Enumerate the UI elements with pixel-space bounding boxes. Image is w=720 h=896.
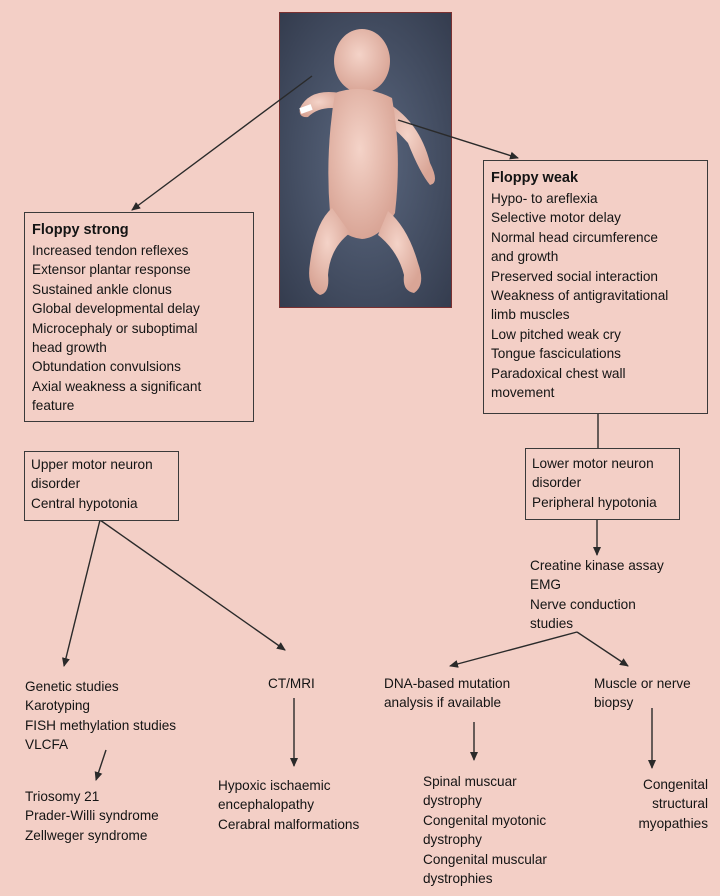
spinal-line: dystrophies [423, 871, 493, 887]
dna-analysis-text: DNA-based mutation analysis if available [384, 674, 510, 713]
congenital-line: myopathies [638, 815, 708, 831]
upper-motor-line: Upper motor neuron [31, 457, 153, 472]
floppy-weak-item: Paradoxical chest wall [491, 365, 626, 381]
floppy-weak-item: Normal head circumference [491, 229, 658, 245]
congenital-line: Congenital [643, 777, 708, 792]
upper-motor-line: Central hypotonia [31, 495, 138, 511]
floppy-weak-item: Selective motor delay [491, 210, 621, 226]
congenital-line: structural [652, 796, 708, 812]
arrow-photo-to-floppy-strong [131, 75, 313, 211]
ck-line: studies [530, 616, 574, 632]
floppy-strong-item: feature [32, 398, 75, 414]
lower-motor-line: disorder [532, 475, 582, 491]
infant-illustration [280, 13, 451, 307]
arrow-photo-to-floppy-weak [397, 119, 519, 160]
upper-motor-line: disorder [31, 476, 81, 492]
triosomy-line: Triosomy 21 [25, 789, 100, 804]
genetic-line: FISH methylation studies [25, 717, 177, 733]
arrow-upper-to-genetic [62, 519, 101, 667]
floppy-weak-item: limb muscles [491, 307, 570, 323]
genetic-line: VLCFA [25, 737, 69, 753]
arrow-upper-to-ct [99, 519, 286, 651]
ck-line: Creatine kinase assay [530, 558, 664, 573]
lower-motor-line: Peripheral hypotonia [532, 494, 657, 510]
floppy-strong-item: Microcephaly or suboptimal [32, 320, 198, 336]
genetic-line: Karotyping [25, 698, 90, 714]
arrow-ck-to-biopsy [576, 631, 629, 667]
hypoxic-line: Cerabral malformations [218, 816, 360, 832]
spinal-line: Congenital muscular [423, 851, 547, 867]
floppy-strong-item: Global developmental delay [32, 301, 200, 317]
floppy-weak-title: Floppy weak [491, 170, 579, 186]
genetic-line: Genetic studies [25, 679, 119, 694]
ct-line: CT/MRI [268, 676, 315, 691]
floppy-weak-item: movement [491, 385, 555, 401]
spinal-line: dystrophy [423, 832, 482, 848]
floppy-weak-item: and growth [491, 249, 559, 265]
triosomy-line: Prader-Willi syndrome [25, 808, 159, 824]
floppy-strong-item: Obtundation convulsions [32, 359, 181, 375]
spinal-line: Congenital myotonic [423, 812, 547, 828]
floppy-weak-item: Tongue fasciculations [491, 346, 621, 362]
floppy-strong-item: Sustained ankle clonus [32, 281, 172, 297]
spinal-line: dystrophy [423, 793, 482, 809]
infant-photo [279, 12, 452, 308]
floppy-strong-item: Extensor plantar response [32, 262, 191, 278]
dna-line: analysis if available [384, 695, 502, 711]
floppy-weak-item: Low pitched weak cry [491, 326, 621, 342]
lower-motor-line: Lower motor neuron [532, 456, 654, 471]
floppy-weak-item: Preserved social interaction [491, 268, 658, 284]
ck-line: EMG [530, 577, 561, 593]
biopsy-text: Muscle or nerve biopsy [594, 674, 691, 713]
arrow-ck-to-dna [449, 631, 578, 668]
floppy-strong-item: head growth [32, 340, 107, 356]
hypoxic-text: Hypoxic ischaemic encephalopathy Cerabra… [218, 776, 359, 834]
floppy-weak-item: Weakness of antigravitational [491, 288, 669, 304]
ct-mri-text: CT/MRI [268, 674, 315, 693]
floppy-strong-title: Floppy strong [32, 222, 129, 238]
hypoxic-line: encephalopathy [218, 797, 314, 813]
triosomy-line: Zellweger syndrome [25, 827, 148, 843]
floppy-strong-item: Increased tendon reflexes [32, 243, 189, 258]
spinal-dystrophy-text: Spinal muscuar dystrophy Congenital myot… [423, 772, 547, 888]
ck-line: Nerve conduction [530, 596, 636, 612]
arrow-genetic-to-triosomy [94, 749, 107, 781]
floppy-weak-item: Hypo- to areflexia [491, 191, 598, 206]
floppy-strong-box: Floppy strong Increased tendon reflexes … [24, 212, 254, 422]
ck-assay-text: Creatine kinase assay EMG Nerve conducti… [530, 556, 664, 634]
congenital-structural-text: Congenital structural myopathies [626, 775, 708, 833]
genetic-studies-text: Genetic studies Karotyping FISH methylat… [25, 677, 176, 755]
lower-motor-neuron-box: Lower motor neuron disorder Peripheral h… [525, 448, 680, 520]
dna-line: DNA-based mutation [384, 676, 511, 691]
biopsy-line: Muscle or nerve [594, 676, 691, 691]
spinal-line: Spinal muscuar [423, 774, 517, 789]
biopsy-line: biopsy [594, 695, 634, 711]
floppy-weak-box: Floppy weak Hypo- to areflexia Selective… [483, 160, 708, 414]
upper-motor-neuron-box: Upper motor neuron disorder Central hypo… [24, 451, 179, 521]
floppy-strong-item: Axial weakness a significant [32, 378, 202, 394]
triosomy-text: Triosomy 21 Prader-Willi syndrome Zellwe… [25, 787, 159, 845]
hypoxic-line: Hypoxic ischaemic [218, 778, 331, 793]
